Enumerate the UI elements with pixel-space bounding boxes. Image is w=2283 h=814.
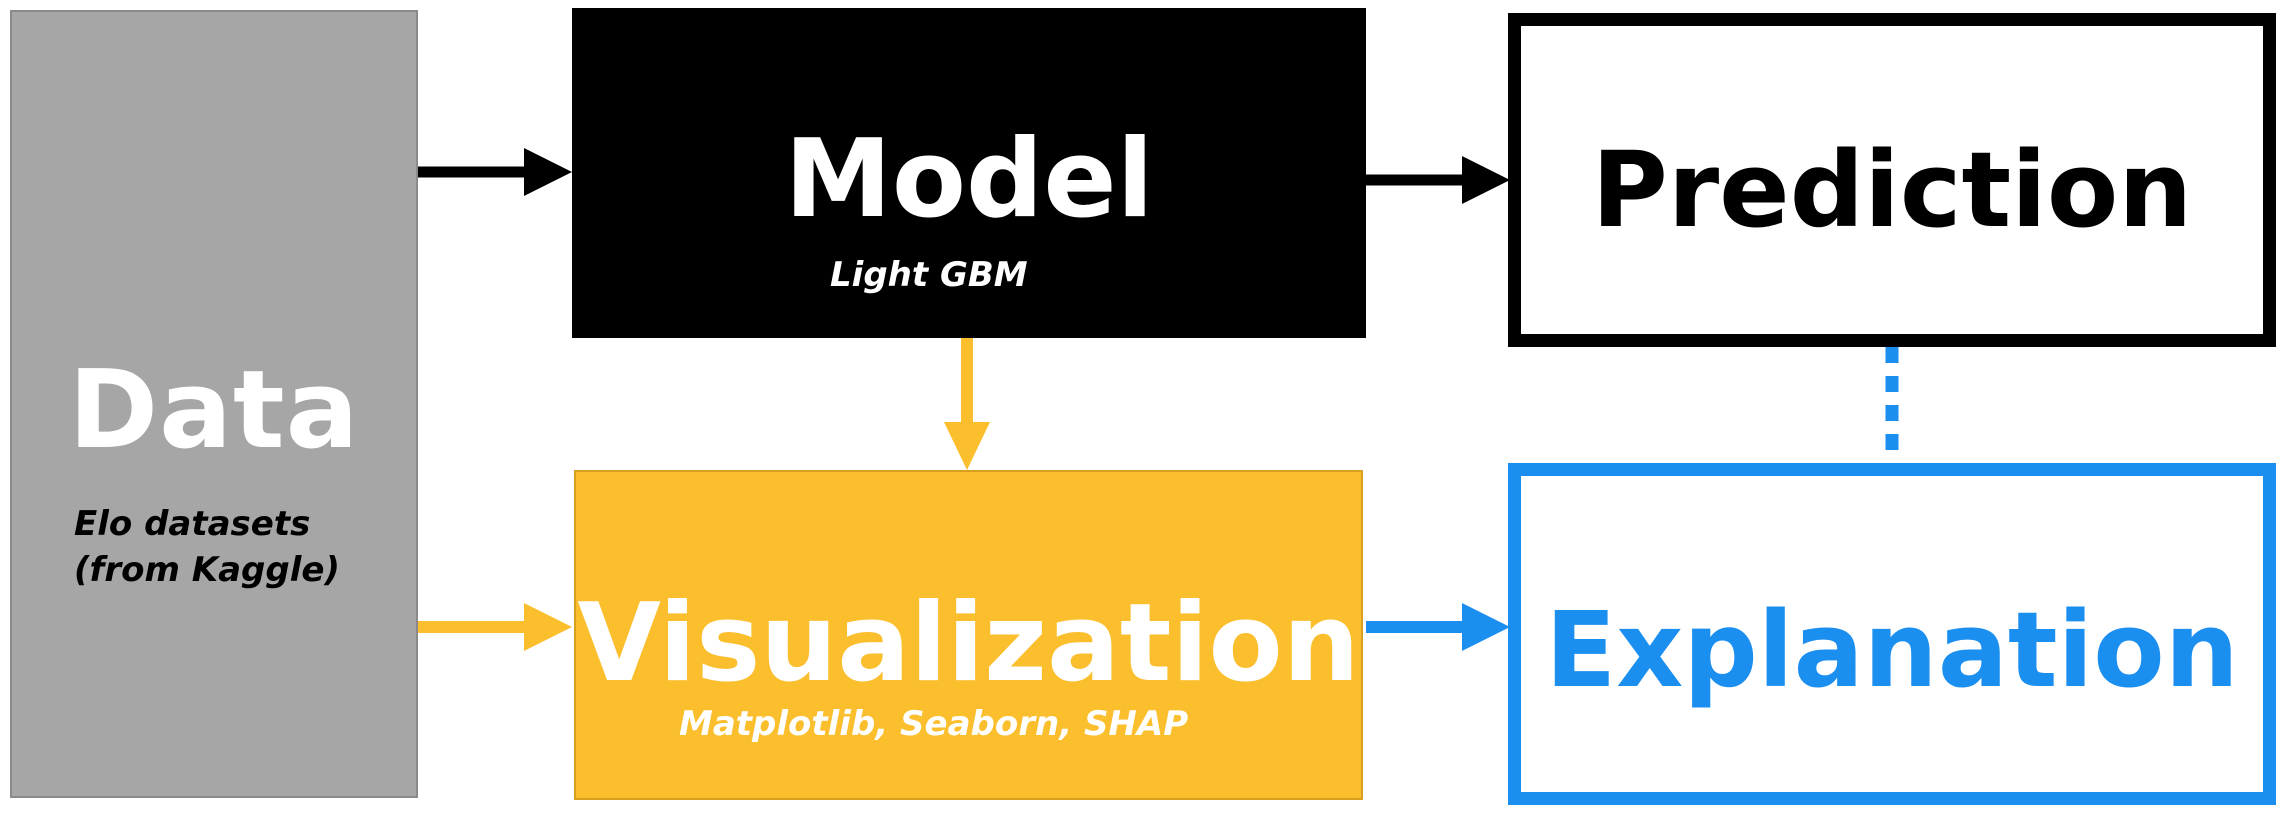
visualization-subtitle: Matplotlib, Seaborn, SHAP bbox=[679, 704, 1189, 744]
prediction-title: Prediction bbox=[1591, 129, 2193, 251]
edge-model-to-visualization bbox=[944, 338, 990, 470]
data-subtitle-line1: Elo datasets bbox=[74, 504, 311, 544]
visualization-node: Visualization Matplotlib, Seaborn, SHAP bbox=[574, 470, 1363, 800]
data-title: Data bbox=[68, 348, 360, 473]
edge-data-to-visualization bbox=[418, 603, 572, 651]
edge-model-to-prediction bbox=[1366, 156, 1510, 204]
edge-data-to-model bbox=[418, 148, 572, 196]
explanation-title: Explanation bbox=[1545, 589, 2239, 711]
model-node: Model Light GBM bbox=[572, 8, 1366, 338]
visualization-title: Visualization bbox=[577, 581, 1360, 706]
explanation-node: Explanation bbox=[1508, 463, 2276, 805]
model-title: Model bbox=[784, 117, 1154, 242]
edge-visualization-to-explanation bbox=[1366, 603, 1510, 651]
data-subtitle: Elo datasets (from Kaggle) bbox=[74, 502, 340, 594]
model-subtitle: Light GBM bbox=[830, 255, 1028, 295]
data-node: Data Elo datasets (from Kaggle) bbox=[10, 10, 418, 798]
data-subtitle-line2: (from Kaggle) bbox=[74, 549, 340, 590]
prediction-node: Prediction bbox=[1508, 13, 2276, 347]
